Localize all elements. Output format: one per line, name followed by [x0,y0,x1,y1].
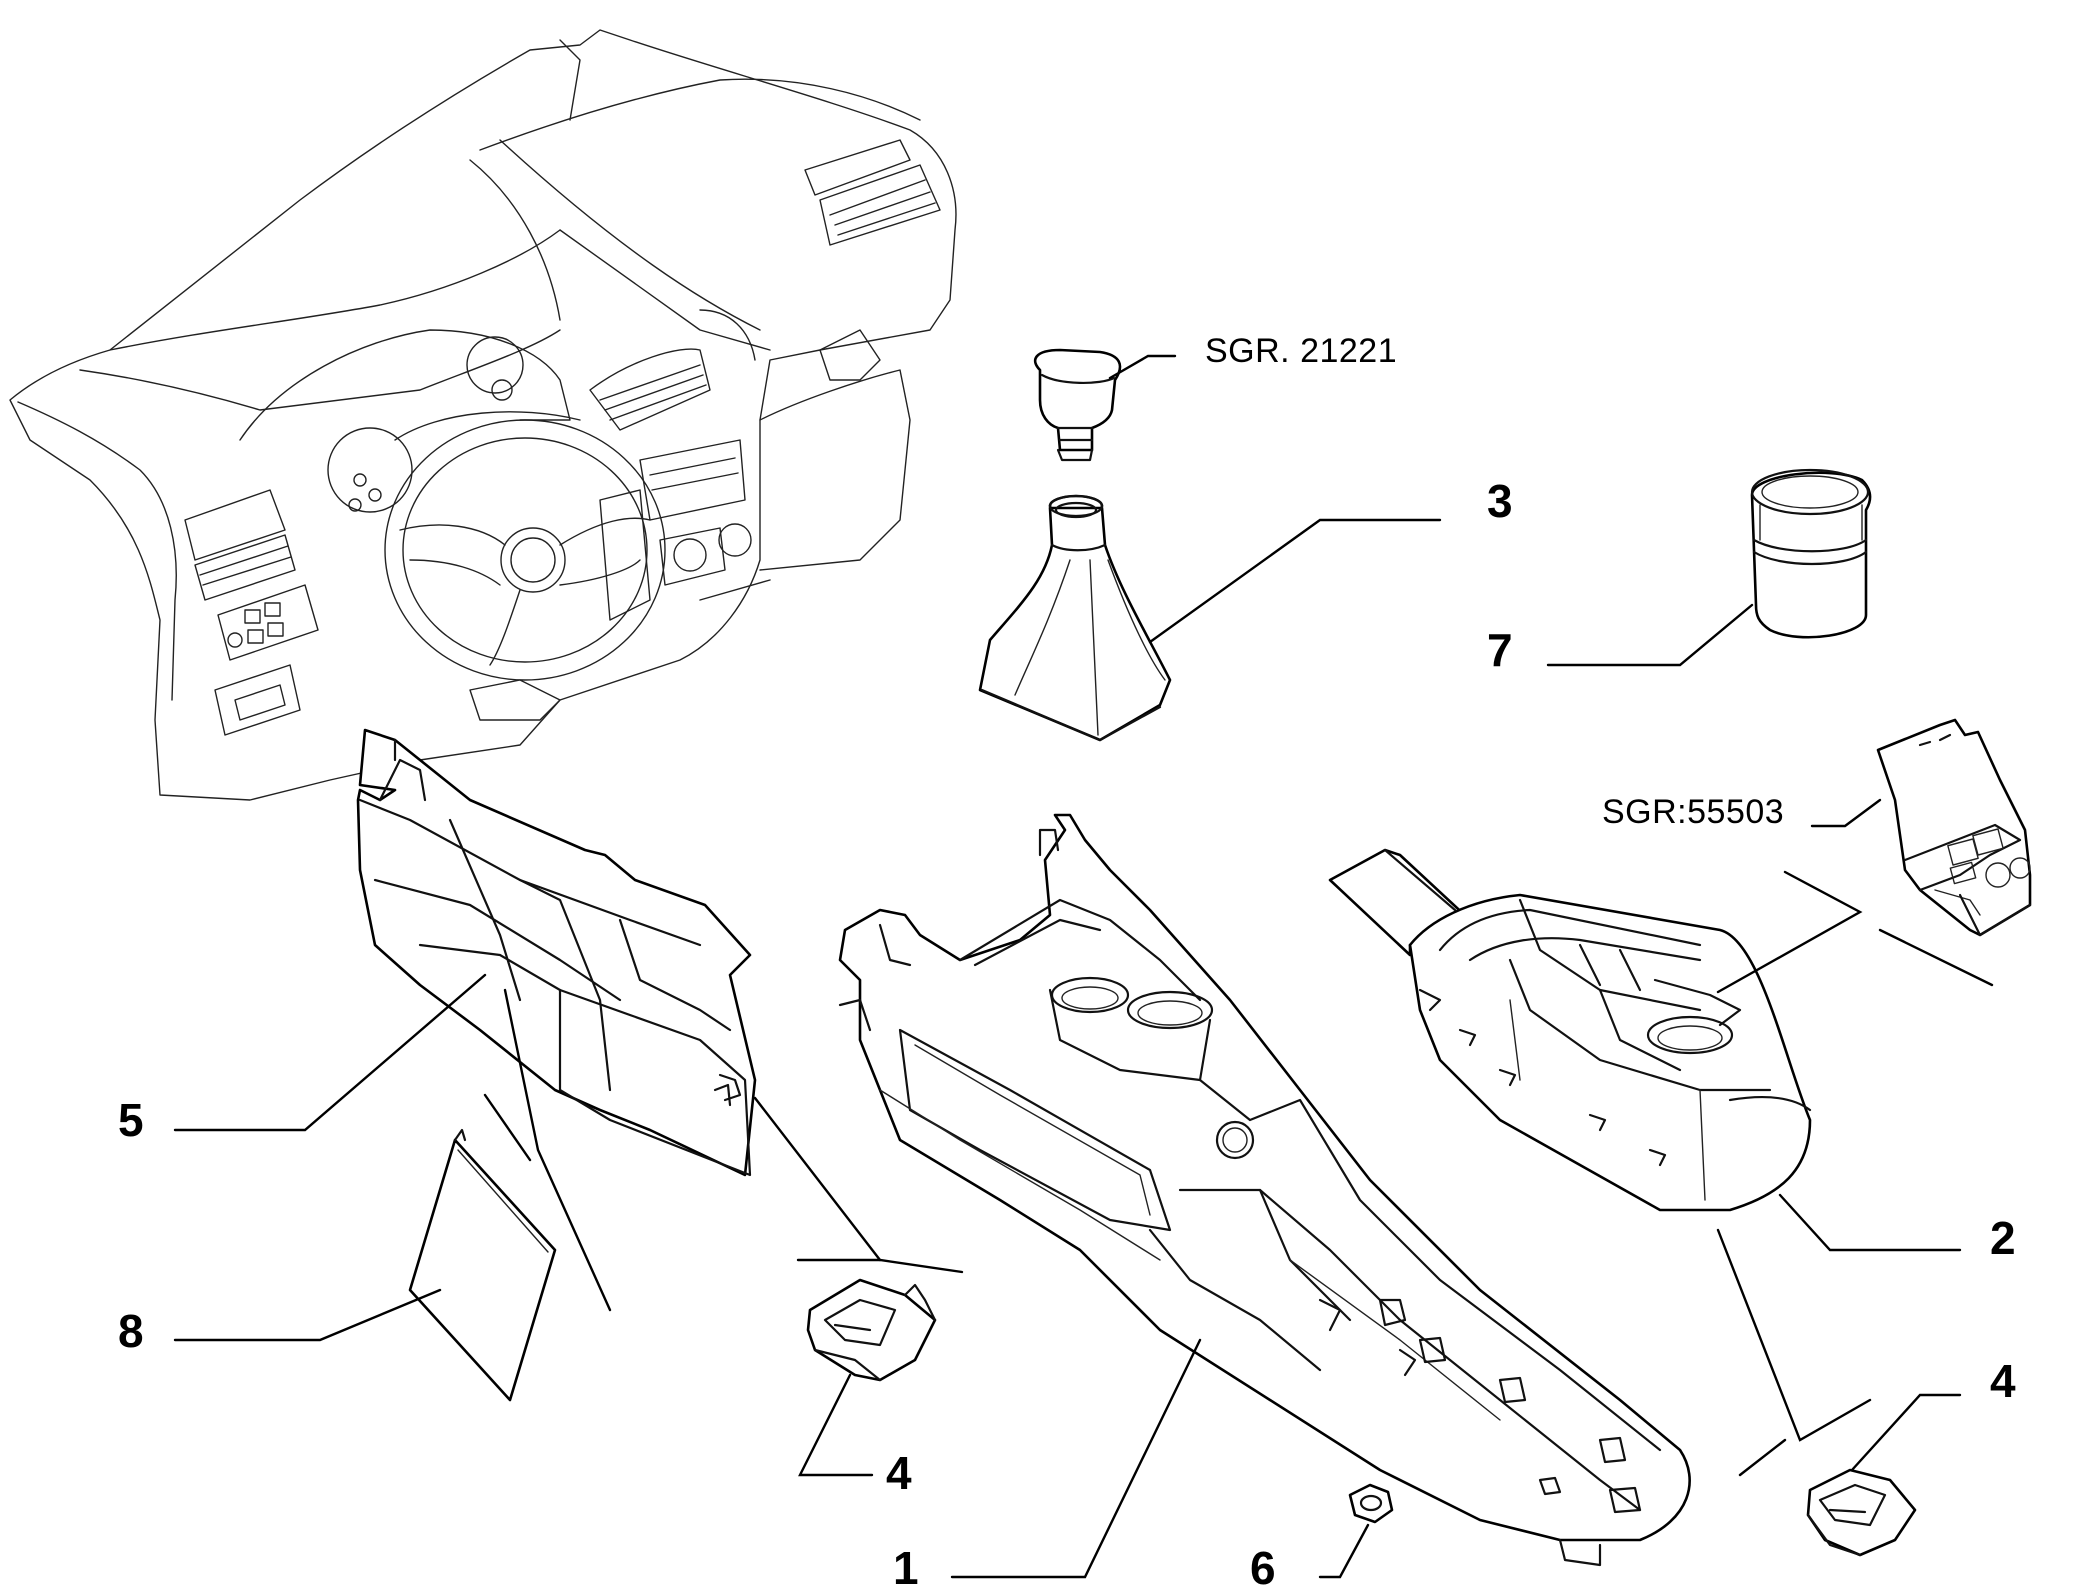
gear-knob-part [1034,348,1122,462]
label-sheet-part [408,1128,557,1402]
callout-2: 2 [1990,1212,2016,1264]
centre-console-part [838,813,1691,1567]
callout-4-right: 4 [1990,1355,2016,1407]
callout-3: 3 [1487,475,1513,527]
side-trim-panel-part [356,728,757,1177]
armrest-console-part [1328,848,1812,1212]
callout-6: 6 [1250,1542,1276,1594]
callout-1: 1 [893,1542,919,1594]
callout-4-left: 4 [886,1447,912,1499]
callout-5: 5 [118,1094,144,1146]
dashboard-illustration [9,29,957,801]
nut-part [1348,1483,1394,1524]
ashtray-cup-part [1750,468,1872,639]
leader-lines [173,354,1994,1579]
switch-panel-part [1876,718,2032,937]
switch-panel-reference: SGR:55503 [1602,793,1785,831]
callout-7: 7 [1487,624,1513,676]
gear-knob-reference: SGR. 21221 [1205,332,1398,370]
callout-8: 8 [118,1305,144,1357]
clip-left-part [806,1278,937,1382]
gear-boot-part [978,494,1172,742]
clip-right-part [1806,1468,1917,1557]
